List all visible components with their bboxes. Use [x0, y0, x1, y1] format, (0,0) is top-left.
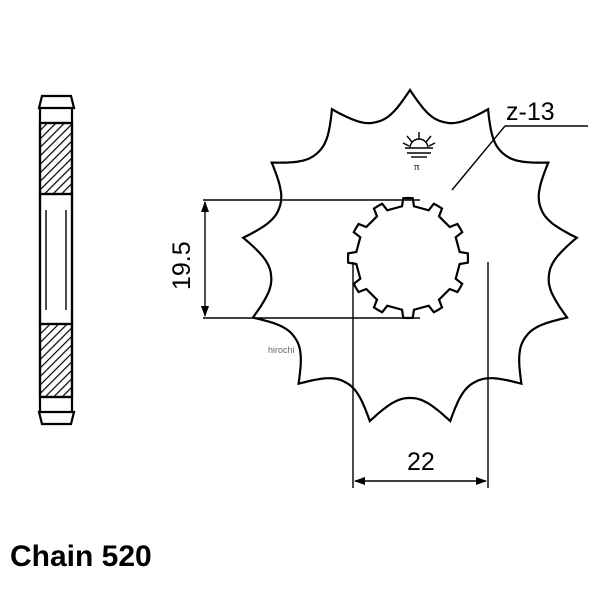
sprocket-outer-profile — [241, 88, 579, 424]
sun-logo-icon: π — [402, 132, 436, 173]
tooth-count-callout: z-13 — [451, 98, 588, 191]
bore-dimension-label: 22 — [407, 448, 435, 476]
tooth-count-label: z-13 — [506, 98, 555, 126]
spline-dimension-label: 19.5 — [168, 241, 196, 290]
bore-dimension: 22 — [352, 262, 489, 488]
watermark: hirochi — [268, 345, 295, 355]
upper-hatched-section — [38, 121, 74, 196]
chain-size-caption: Chain 520 — [10, 540, 152, 573]
svg-text:π: π — [414, 161, 420, 173]
side-profile-view — [37, 94, 76, 426]
lower-hatched-section — [38, 322, 74, 399]
spline-bore-profile — [346, 196, 470, 320]
spline-dimension: 19.5 — [168, 199, 420, 319]
